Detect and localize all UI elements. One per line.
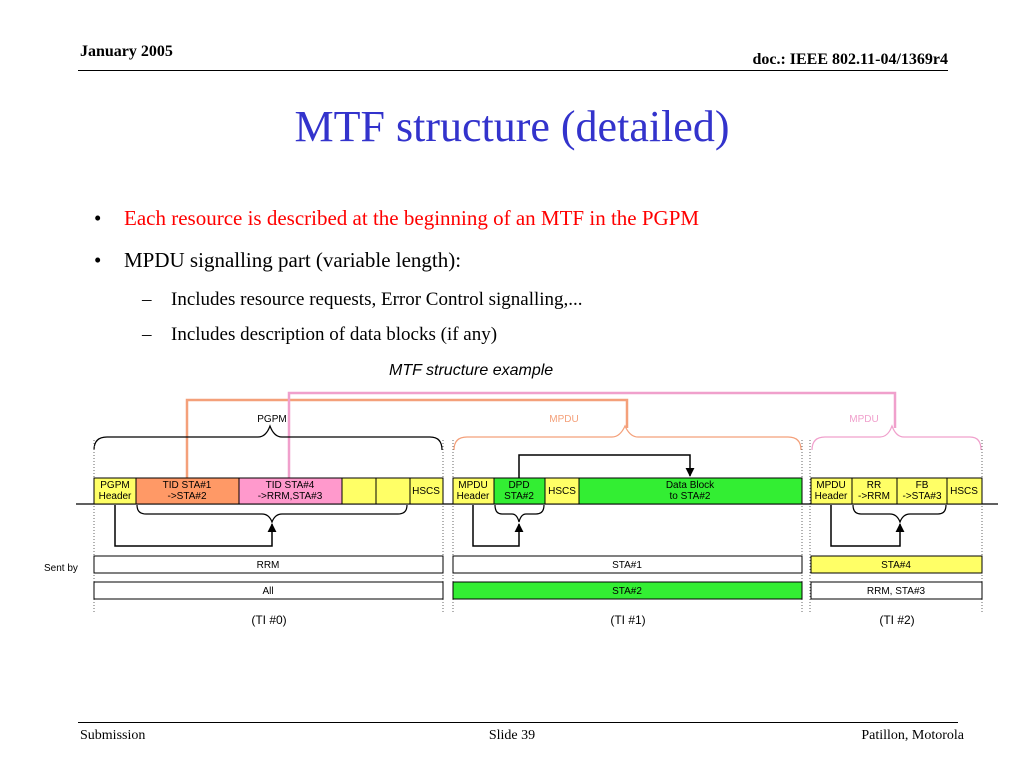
cell-hscs-1-label: HSCS [548,486,576,497]
cell-empty-2 [375,477,411,505]
bullet-marker: • [94,248,102,272]
cell-hscs-0 [409,477,444,505]
sent-by-label: Sent by [44,563,78,574]
group-label-mpdu-2: MPDU [849,414,878,425]
group-label-mpdu-1: MPDU [549,414,578,425]
sent-by-all: All [262,586,273,597]
cell-data-block [578,477,803,505]
cell-hscs-0-label: HSCS [412,486,440,497]
ti-label-2: (TI #2) [879,613,914,627]
sent-by-sta4: STA#4 [881,560,911,571]
ti-labels: (TI #0) (TI #1) (TI #2) [251,613,914,627]
link-tid4-to-mpdu2 [287,391,897,478]
sub-bullet-data-blocks-text: Includes description of data blocks (if … [171,324,498,345]
cell-pgpm-header [93,477,137,505]
arrow-pgpm-header-loop [114,505,277,547]
sent-by-rrm-sta3: RRM, STA#3 [867,586,926,597]
sub-bullet-resource-requests: Includes resource requests, Error Contro… [171,289,583,310]
cell-empty-1 [341,477,377,505]
brace-pgpm-cells [136,504,408,524]
header-doc-id: doc.: IEEE 802.11-04/1369r4 [752,51,948,68]
slide-title: MTF structure (detailed) [294,102,730,151]
cell-hscs-1 [544,477,580,505]
sub-bullet-marker: – [142,289,152,310]
bullet-mpdu-signalling: MPDU signalling part (variable length): [124,248,462,272]
footer-submission: Submission [80,728,146,743]
cell-dpd [493,477,546,505]
cell-tid-sta1 [135,477,240,505]
brace-mpdu2-cells [852,504,947,524]
brace-mpdu-1 [453,424,802,451]
sent-by-sta2: STA#2 [612,586,642,597]
ti-label-0: (TI #0) [251,613,286,627]
footer-divider [78,722,958,723]
footer-slide-number: Slide 39 [488,728,536,743]
arrow-dpd-to-data-block [518,454,695,478]
arrow-mpdu1-header-loop [472,505,524,547]
sent-by-rrm: RRM [257,560,280,571]
header-date: January 2005 [80,43,173,60]
group-label-pgpm: PGPM [257,414,286,425]
brace-pgpm [93,424,443,451]
figure-caption: MTF structure example [389,362,554,379]
brace-mpdu1-cells [494,504,545,523]
brace-mpdu-2 [811,424,982,451]
sent-by-table: RRM STA#1 STA#4 All STA#2 RRM, STA#3 [93,555,983,600]
sent-by-rrm-box [93,555,444,574]
sub-bullet-data-blocks: – [142,324,152,345]
sent-by-rrm-sta3-box [810,581,983,600]
cell-tid-sta1-label: TID STA#1->STA#2 [163,480,212,502]
header-divider [78,70,948,71]
bullet-pgpm-description: Each resource is described at the beginn… [124,206,700,230]
cell-rr-label: RR->RRM [858,480,890,502]
sent-by-sta1-box [452,555,803,574]
cell-fb-label: FB->STA#3 [903,480,942,502]
sent-by-sta2-box [452,581,803,600]
sent-by-all-box [93,581,444,600]
arrow-mpdu2-header-loop [830,505,905,547]
cell-tid-sta4-label: TID STA#4->RRM,STA#3 [258,480,323,502]
ti-label-1: (TI #1) [610,613,645,627]
bullet-marker: • [94,206,102,230]
cell-tid-sta4 [238,477,343,505]
link-tid1-to-mpdu1 [185,398,629,478]
sent-by-sta4-box [810,555,983,574]
cell-hscs-2-label: HSCS [950,486,978,497]
footer-author: Patillon, Motorola [861,728,964,743]
sent-by-sta1: STA#1 [612,560,642,571]
cell-mpdu-header-2 [810,477,853,505]
cell-hscs-2 [946,477,983,505]
